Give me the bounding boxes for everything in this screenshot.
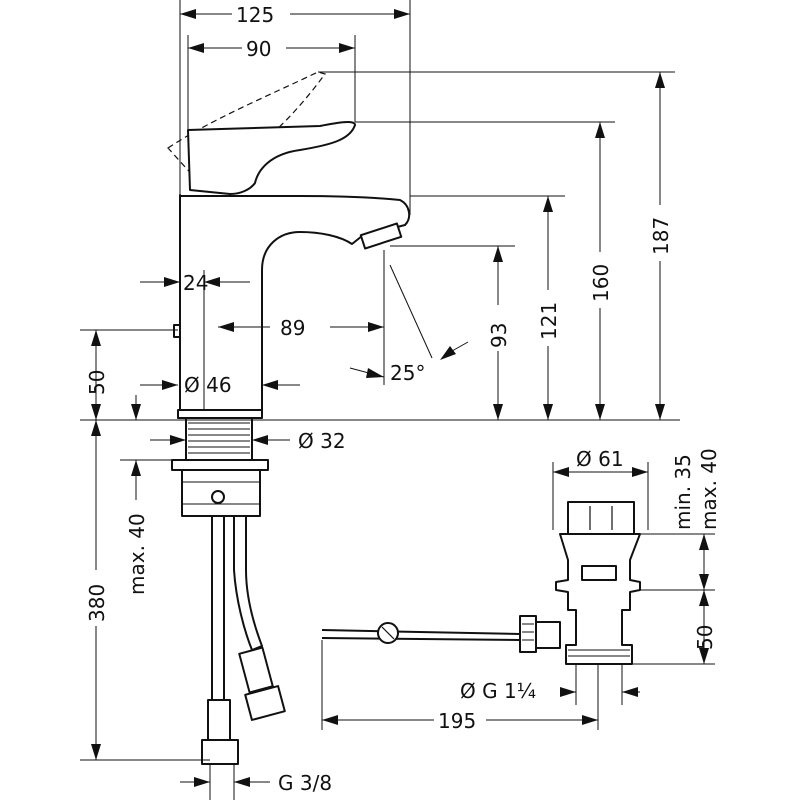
base-ring (177, 409, 263, 419)
label-spout-projection: 89 (280, 316, 305, 340)
label-height-above-deck: 50 (85, 370, 109, 395)
label-height-outlet: 93 (487, 323, 511, 348)
thread-hatch (188, 414, 250, 458)
waste-window (581, 565, 617, 581)
aerator (359, 222, 403, 250)
hose-nut-right (244, 685, 286, 721)
dimension-labels: 125 90 24 89 25° Ø 46 Ø 32 93 121 160 18… (85, 2, 721, 795)
waste-plug (567, 501, 635, 535)
label-height-total: 187 (649, 217, 673, 255)
label-total-reach: 125 (236, 3, 274, 27)
dimension-lines (80, 0, 715, 800)
faucet (167, 71, 411, 765)
label-hose-length: 380 (85, 584, 109, 622)
label-waste-height: 50 (693, 625, 717, 650)
hose-fitting-right (238, 646, 274, 694)
label-waste-diameter: Ø 61 (576, 447, 624, 471)
label-height-spout: 121 (537, 302, 561, 340)
waste-assembly (321, 501, 641, 665)
label-waste-reach: 195 (438, 709, 476, 733)
label-body-offset: 24 (183, 271, 208, 295)
hose-left (211, 515, 225, 701)
label-waste-max: max. 40 (697, 448, 721, 530)
hose-fitting-left (207, 699, 231, 741)
label-waste-min: min. 35 (671, 454, 695, 530)
label-spout-angle: 25° (390, 361, 425, 385)
label-hose-connection: G 3/8 (278, 771, 332, 795)
rod-connector (519, 615, 537, 653)
label-mounting-max: max. 40 (125, 513, 149, 595)
label-height-lever: 160 (589, 264, 613, 302)
waste-body (555, 533, 641, 665)
body-pin (173, 324, 181, 338)
label-lever-reach: 90 (246, 37, 271, 61)
nut-screw (211, 490, 225, 504)
pull-rod (321, 629, 521, 635)
hose-right (233, 515, 263, 651)
lever-handle (187, 121, 356, 195)
label-tap-hole-diameter: Ø 32 (298, 429, 346, 453)
label-base-diameter: Ø 46 (184, 373, 232, 397)
fixing-plate (171, 459, 269, 471)
label-waste-outlet: Ø G 1¼ (460, 679, 536, 703)
